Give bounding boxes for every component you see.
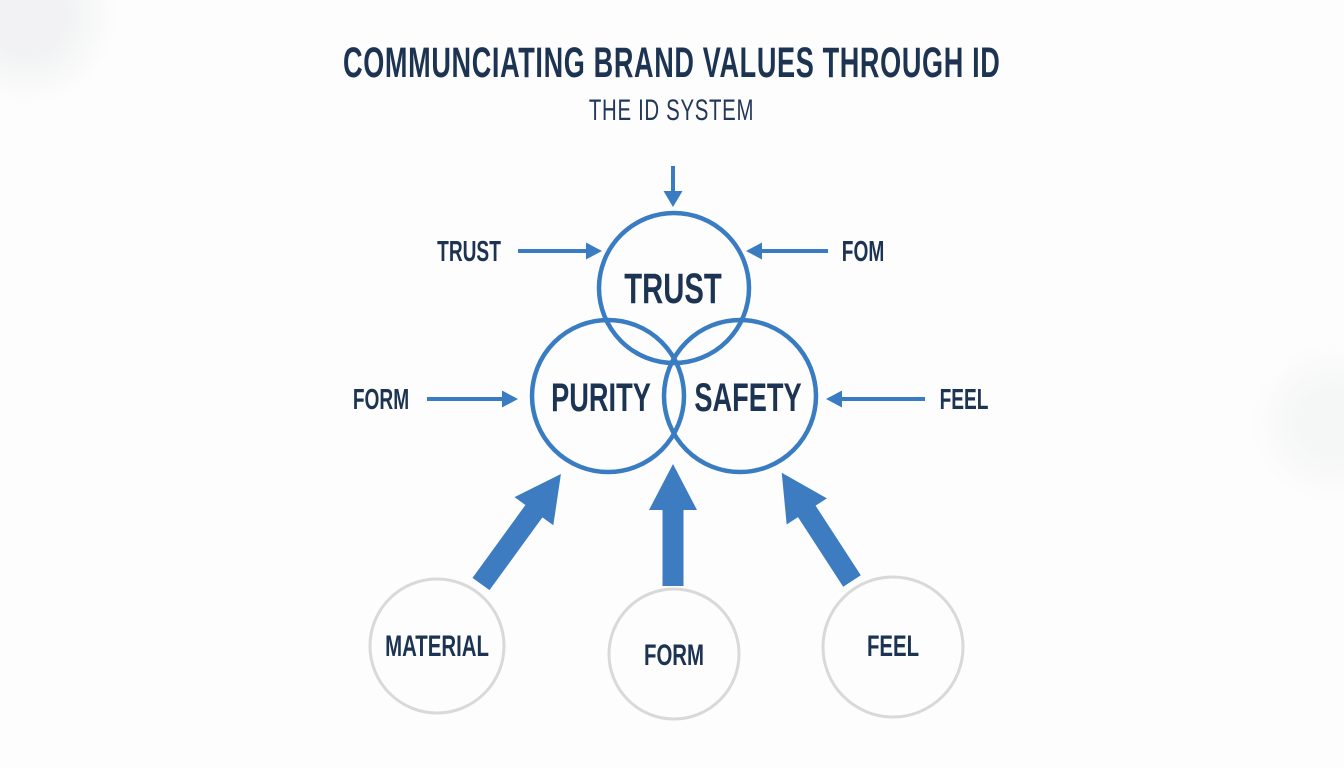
fom-label-arrow [746, 242, 828, 260]
feel-circle-label: FEEL [867, 630, 919, 663]
feel-label-arrow [826, 390, 925, 408]
material-to-purity-arrow [472, 473, 561, 591]
input-label-feel: FEEL [940, 384, 989, 416]
venn-purity-label: PURITY [551, 376, 651, 420]
venn-safety-label: SAFETY [694, 376, 801, 420]
form-circle-label: FORM [644, 639, 704, 672]
venn-circle-purity [529, 317, 687, 475]
form-circle [607, 587, 741, 721]
page-title-text: COMMUNCIATING BRAND VALUES THROUGH ID [343, 39, 1001, 87]
material-circle-label: MATERIAL [385, 630, 489, 663]
material-circle [368, 577, 506, 715]
venn-circle-safety [661, 317, 819, 475]
form-label-arrow [427, 390, 518, 408]
input-label-form: FORM [353, 384, 409, 416]
page-subtitle-text: THE ID SYSTEM [589, 94, 755, 127]
venn-trust-label: TRUST [624, 264, 722, 312]
venn-circle-trust [596, 210, 752, 366]
page-title: COMMUNCIATING BRAND VALUES THROUGH ID [0, 42, 1344, 85]
top-down-arrow [663, 166, 683, 207]
feel-to-safety-arrow [781, 472, 861, 587]
feel-circle [821, 575, 965, 719]
page-subtitle: THE ID SYSTEM [0, 96, 1344, 126]
form-to-venn-arrow [649, 464, 697, 586]
input-label-trust: TRUST [437, 236, 501, 268]
trust-label-arrow [518, 242, 602, 260]
input-label-fom: FOM [842, 236, 884, 268]
